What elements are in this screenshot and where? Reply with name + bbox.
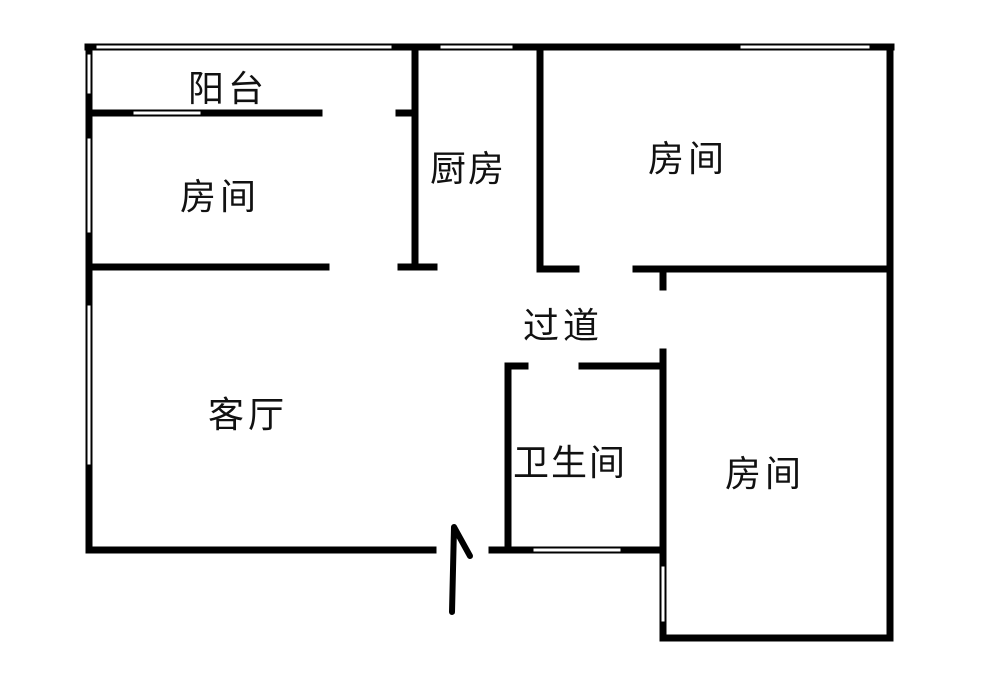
window: [439, 44, 514, 50]
window: [86, 53, 92, 95]
entrance-arrow-icon: [449, 524, 473, 615]
room-label-kitchen: 厨房: [430, 149, 507, 190]
window: [532, 547, 622, 553]
window: [660, 565, 666, 623]
window: [86, 137, 92, 234]
room-label-bathroom: 卫生间: [513, 443, 628, 484]
room-label-bedroom-left: 房间: [180, 177, 261, 218]
window: [86, 304, 92, 466]
room-label-balcony: 阳台: [188, 69, 269, 110]
window: [739, 44, 871, 50]
room-label-bedroom-bottom-right: 房间: [725, 454, 806, 495]
window: [132, 110, 202, 116]
window: [95, 44, 393, 50]
room-label-corridor: 过道: [523, 306, 604, 347]
room-label-living-room: 客厅: [208, 395, 289, 436]
room-label-bedroom-top-right: 房间: [648, 139, 729, 180]
